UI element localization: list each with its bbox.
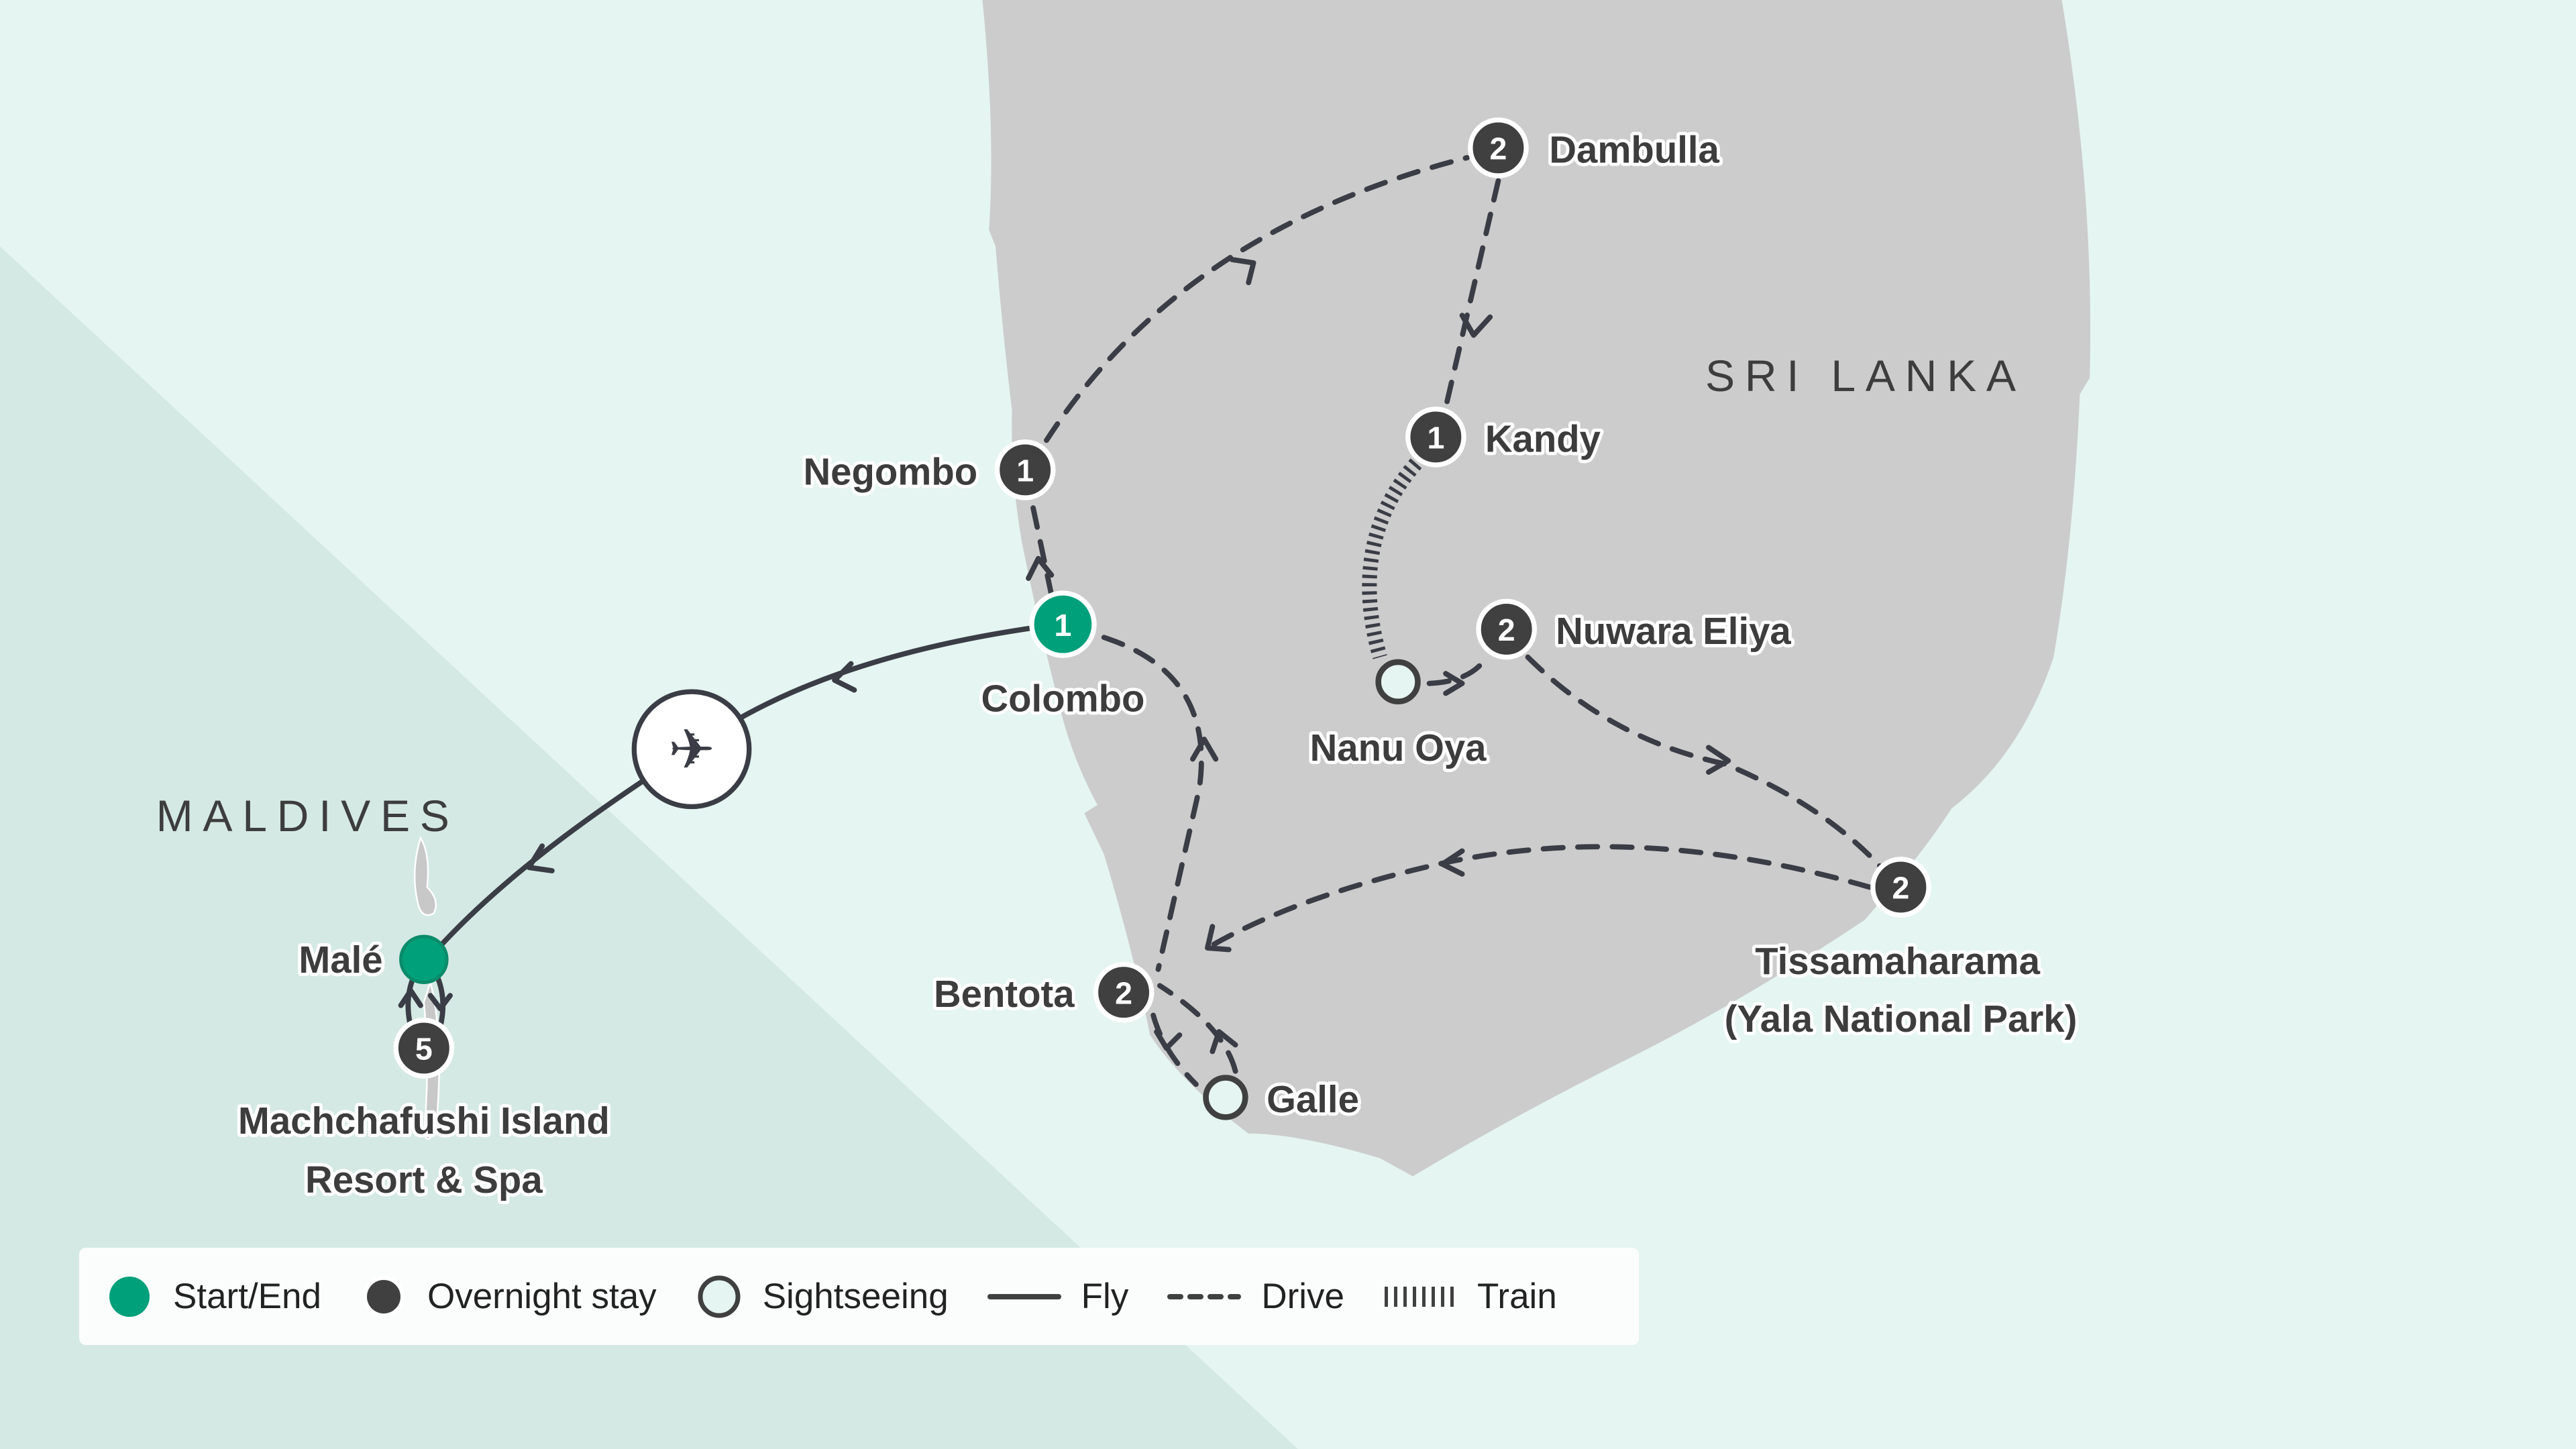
fly-line-icon xyxy=(987,1293,1061,1299)
arrow-icon xyxy=(1154,1029,1183,1051)
arrow-icon xyxy=(1706,745,1731,775)
marker-negombo[interactable]: 1 xyxy=(994,439,1056,500)
drive-route-colombo-negombo xyxy=(1029,498,1055,598)
map-legend: Start/End Overnight stay Sightseeing Fly… xyxy=(79,1248,1639,1345)
svg-text:2: 2 xyxy=(1115,975,1132,1010)
arrow-icon xyxy=(1459,313,1493,338)
train-route-kandy-nanu-oya xyxy=(1362,458,1422,659)
marker-machchafushi[interactable]: 5 xyxy=(393,1018,455,1079)
arrow-icon xyxy=(1190,737,1219,762)
marker-tissamaharama[interactable]: 2 xyxy=(1870,857,1931,918)
arrow-icon xyxy=(1229,257,1256,286)
label-colombo: Colombo xyxy=(981,677,1144,719)
svg-text:5: 5 xyxy=(415,1032,433,1067)
marker-colombo[interactable]: 1 xyxy=(1029,590,1097,658)
country-label-maldives: MALDIVES xyxy=(156,792,460,841)
airplane-icon: ✈ xyxy=(668,717,715,782)
arrow-icon xyxy=(1210,1029,1238,1055)
label-yala-national-park: (Yala National Park) xyxy=(1725,998,2078,1040)
label-negombo: Negombo xyxy=(803,450,977,492)
drive-route-tissa-bentota xyxy=(1205,844,1872,951)
overnight-icon xyxy=(362,1275,405,1318)
country-label-sri-lanka: SRI LANKA xyxy=(1705,352,2026,401)
svg-text:1: 1 xyxy=(1055,608,1072,643)
marker-kandy[interactable]: 1 xyxy=(1405,407,1466,468)
label-tissamaharama: Tissamaharama xyxy=(1755,940,2040,982)
svg-text:1: 1 xyxy=(1427,421,1444,455)
legend-sightseeing: Sightseeing xyxy=(762,1277,949,1316)
label-kandy: Kandy xyxy=(1485,417,1601,460)
label-nanu-oya: Nanu Oya xyxy=(1310,727,1487,769)
marker-galle[interactable] xyxy=(1203,1075,1248,1120)
arrow-icon xyxy=(1440,848,1465,877)
legend-train: Train xyxy=(1477,1277,1557,1316)
arrow-icon xyxy=(1443,671,1465,696)
label-resort-spa: Resort & Spa xyxy=(305,1159,543,1201)
arrow-icon xyxy=(398,987,453,1012)
drive-line-icon xyxy=(1167,1293,1242,1299)
label-dambulla: Dambulla xyxy=(1549,128,1719,170)
svg-text:2: 2 xyxy=(1498,612,1515,647)
label-machchafushi: Machchafushi Island xyxy=(238,1099,610,1142)
drive-route-galle-bentota xyxy=(1157,983,1238,1074)
train-line-icon xyxy=(1385,1286,1456,1307)
drive-route-colombo-bentota xyxy=(1101,635,1204,972)
flight-marker: ✈ xyxy=(631,689,752,810)
svg-text:2: 2 xyxy=(1892,871,1910,906)
marker-bentota[interactable]: 2 xyxy=(1093,961,1155,1023)
marker-dambulla[interactable]: 2 xyxy=(1468,117,1529,178)
arrow-icon xyxy=(832,661,857,693)
svg-text:2: 2 xyxy=(1490,131,1507,166)
label-galle: Galle xyxy=(1267,1078,1359,1120)
marker-nuwara-eliya[interactable]: 2 xyxy=(1476,598,1538,660)
legend-overnight: Overnight stay xyxy=(427,1277,657,1316)
sri-lanka-landmass xyxy=(982,0,2091,1177)
start-end-icon xyxy=(109,1276,150,1317)
label-male: Malé xyxy=(299,938,382,981)
label-nuwara-eliya: Nuwara Eliya xyxy=(1556,610,1791,652)
svg-text:1: 1 xyxy=(1016,453,1034,488)
arrow-icon xyxy=(526,843,555,873)
arrow-icon xyxy=(1205,924,1232,953)
sightseeing-icon xyxy=(698,1275,741,1318)
drive-route-nanu-oya-nuwara-eliya xyxy=(1426,654,1490,686)
drive-route-bentota-galle xyxy=(1150,1012,1199,1087)
drive-route-dambulla-kandy xyxy=(1443,178,1501,411)
legend-start-end: Start/End xyxy=(173,1277,321,1316)
drive-route-negombo-dambulla xyxy=(1044,155,1470,443)
maldives-sea-region xyxy=(0,246,1298,1449)
arrow-icon xyxy=(1026,555,1055,581)
marker-nanu-oya[interactable] xyxy=(1375,659,1421,704)
legend-fly: Fly xyxy=(1081,1277,1129,1316)
label-bentota: Bentota xyxy=(934,973,1075,1015)
legend-drive: Drive xyxy=(1261,1277,1345,1316)
marker-male[interactable] xyxy=(399,934,449,984)
